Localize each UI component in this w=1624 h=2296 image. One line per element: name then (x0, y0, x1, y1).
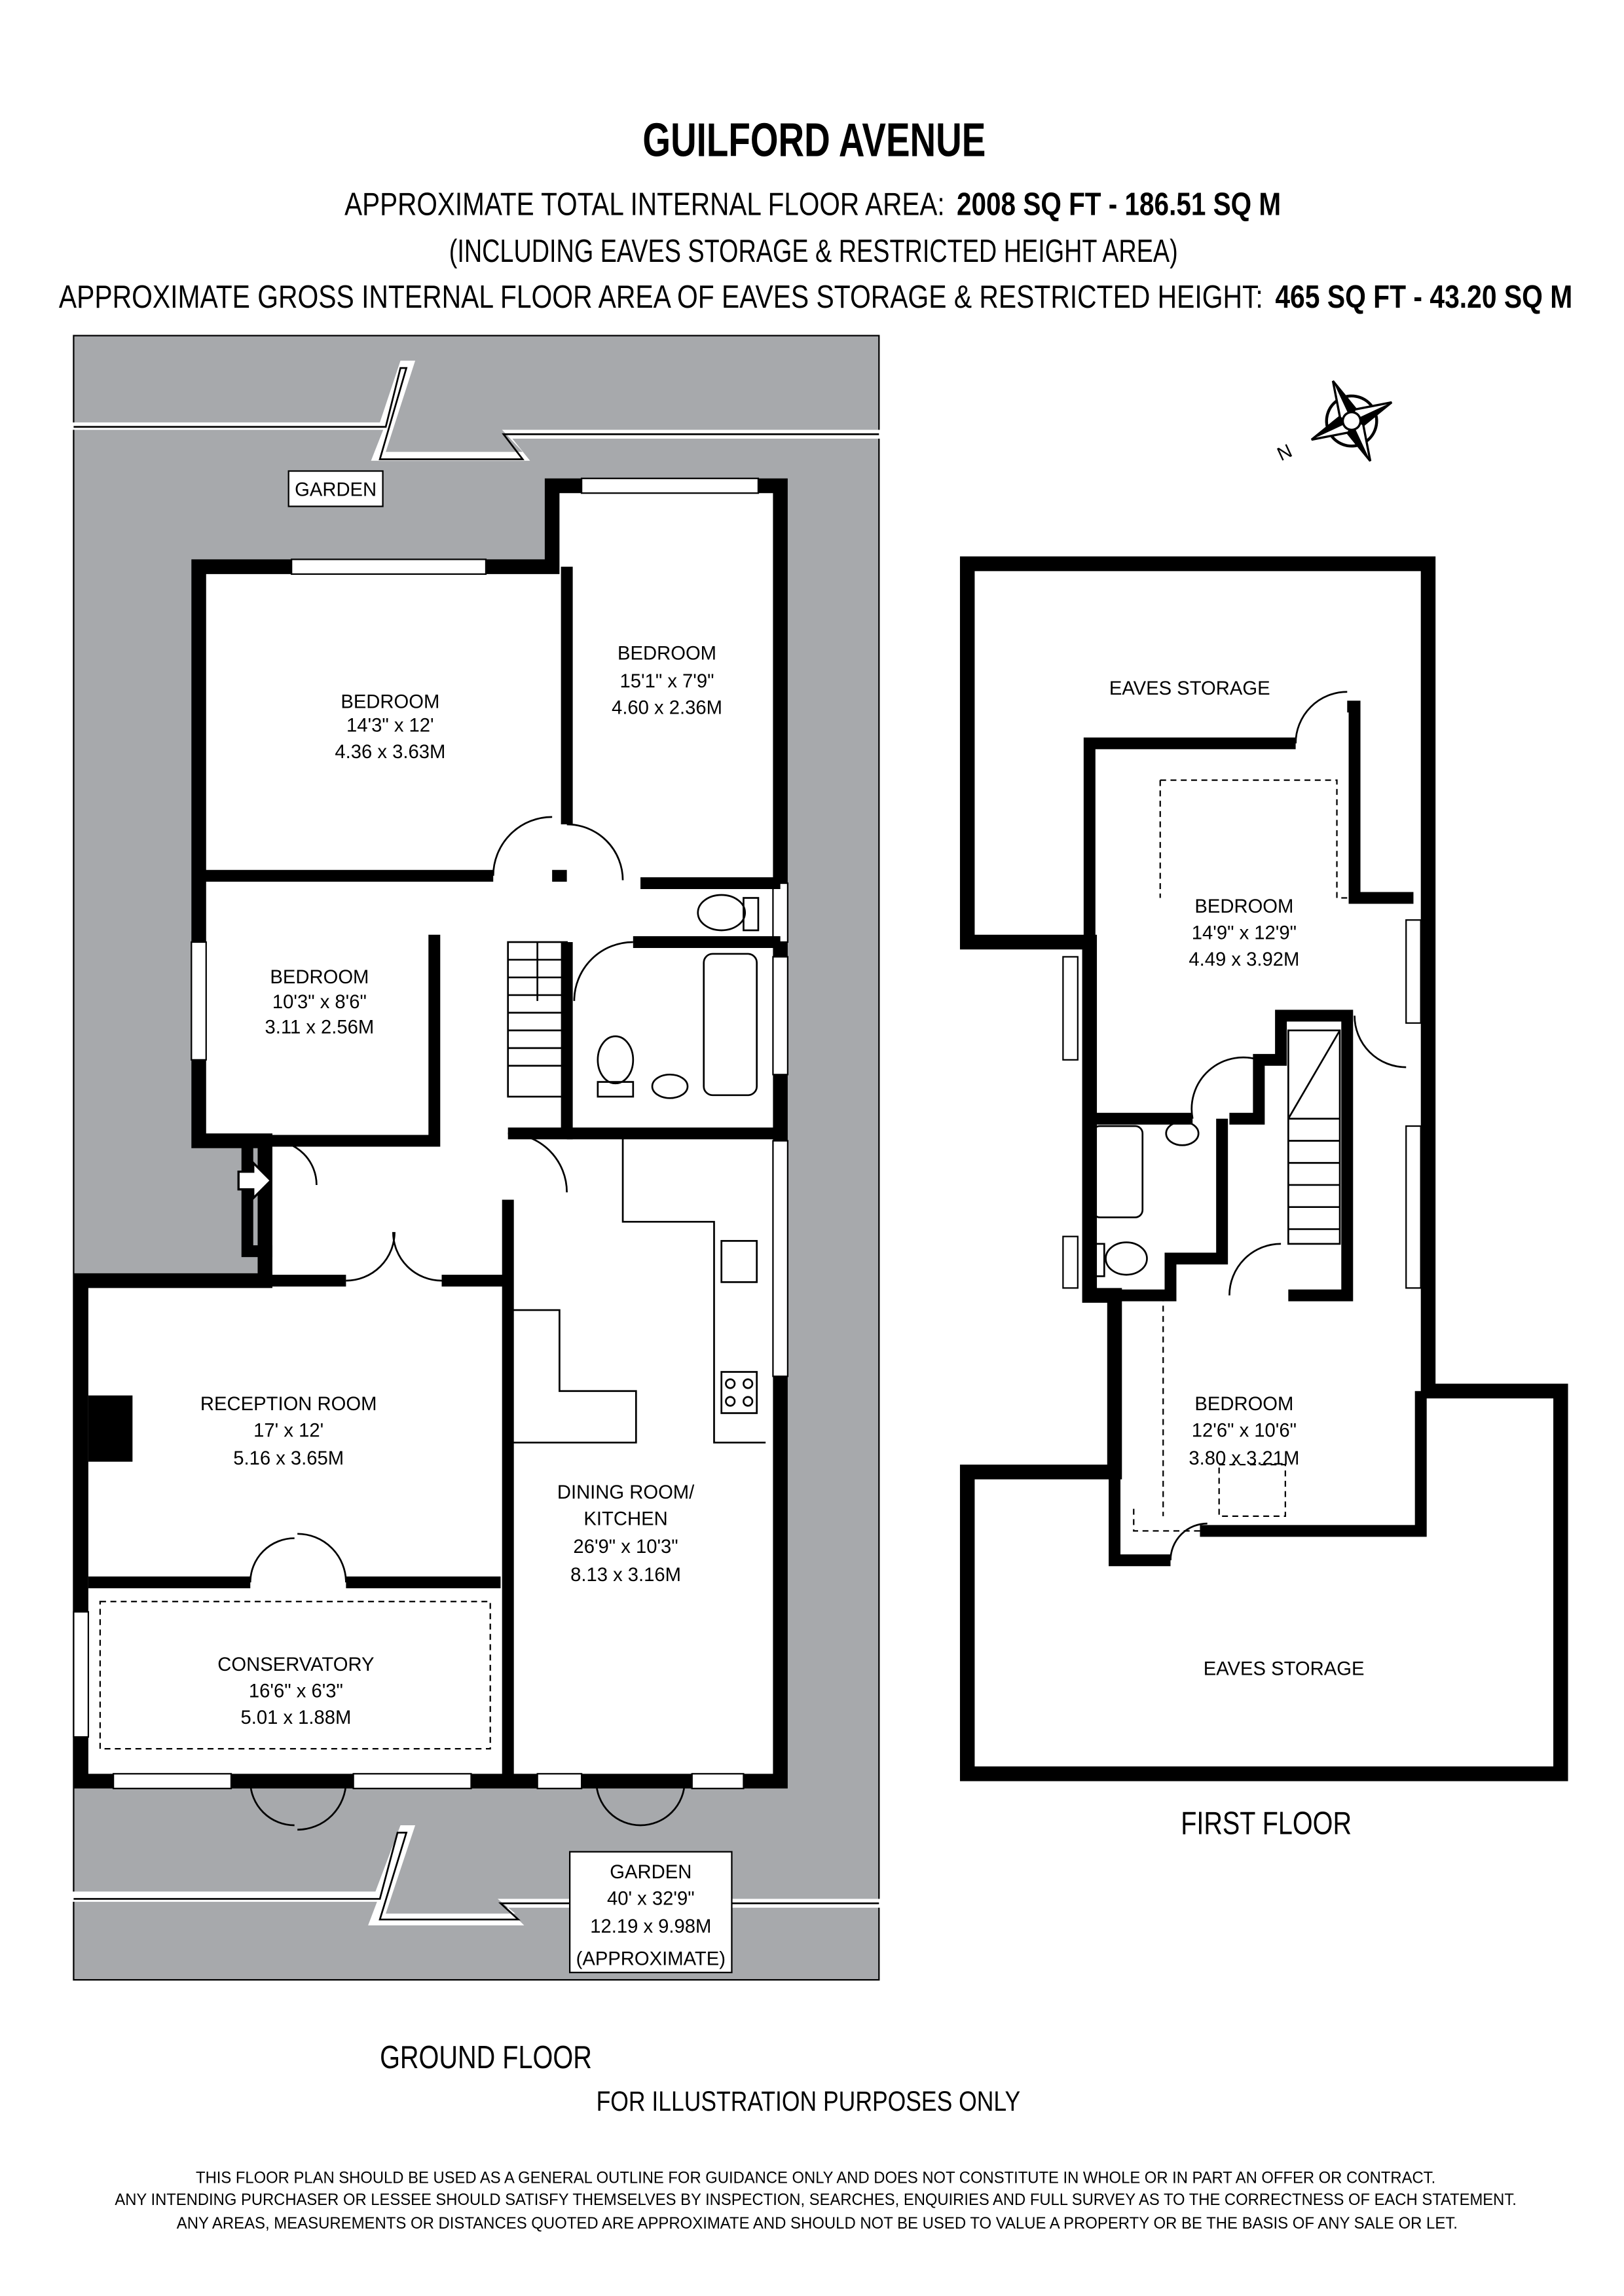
svg-text:40' x 32'9": 40' x 32'9" (607, 1888, 695, 1909)
room-bedroom-1: BEDROOM 14'3" x 12' 4.36 x 3.63M (335, 691, 445, 762)
garden-label-box (287, 470, 384, 507)
svg-text:16'6" x 6'3": 16'6" x 6'3" (249, 1681, 343, 1702)
entrance-arrow-icon (237, 1160, 273, 1201)
garden-label: GARDEN (295, 480, 377, 501)
total-area: APPROXIMATE TOTAL INTERNAL FLOOR AREA:20… (344, 186, 1281, 222)
svg-text:3.80 x 3.21M: 3.80 x 3.21M (1189, 1448, 1299, 1469)
svg-text:4.36 x 3.63M: 4.36 x 3.63M (335, 742, 445, 763)
svg-text:12'6" x 10'6": 12'6" x 10'6" (1192, 1420, 1297, 1441)
svg-text:12.19 x 9.98M: 12.19 x 9.98M (590, 1916, 711, 1937)
svg-text:4.60 x 2.36M: 4.60 x 2.36M (612, 697, 722, 718)
room-dining-kitchen: DINING ROOM/ KITCHEN 26'9" x 10'3" 8.13 … (557, 1482, 695, 1586)
disclaimer-line-2: ANY INTENDING PURCHASER OR LESSEE SHOULD… (115, 2191, 1516, 2209)
svg-text:8.13 x 3.16M: 8.13 x 3.16M (570, 1565, 681, 1586)
svg-text:4.49 x 3.92M: 4.49 x 3.92M (1189, 949, 1299, 970)
svg-text:DINING ROOM/: DINING ROOM/ (557, 1482, 695, 1503)
stairs-icon (507, 941, 568, 1098)
room-bedroom-3: BEDROOM 10'3" x 8'6" 3.11 x 2.56M (265, 967, 375, 1038)
svg-text:KITCHEN: KITCHEN (583, 1508, 667, 1529)
room-eaves-storage-upper: EAVES STORAGE (1109, 678, 1270, 699)
svg-text:CONSERVATORY: CONSERVATORY (217, 1654, 374, 1675)
ground-floor: GARDEN (66, 335, 887, 2075)
disclaimer-line-3: ANY AREAS, MEASUREMENTS OR DISTANCES QUO… (177, 2215, 1458, 2232)
room-bedroom-ff-1: BEDROOM 14'9" x 12'9" 4.49 x 3.92M (1189, 896, 1299, 970)
room-garden: GARDEN 40' x 32'9" 12.19 x 9.98M (APPROX… (576, 1862, 726, 1970)
svg-text:(APPROXIMATE): (APPROXIMATE) (576, 1949, 726, 1970)
svg-text:15'1" x 7'9": 15'1" x 7'9" (620, 671, 714, 692)
room-bedroom-ff-2: BEDROOM 12'6" x 10'6" 3.80 x 3.21M (1189, 1394, 1299, 1469)
svg-text:BEDROOM: BEDROOM (270, 967, 369, 988)
garden-info-box (569, 1851, 733, 1973)
room-reception: RECEPTION ROOM 17' x 12' 5.16 x 3.65M (200, 1394, 377, 1469)
illustration-note: FOR ILLUSTRATION PURPOSES ONLY (597, 2086, 1021, 2117)
svg-text:GARDEN: GARDEN (610, 1862, 692, 1883)
room-bedroom-2: BEDROOM 15'1" x 7'9" 4.60 x 2.36M (612, 643, 722, 718)
svg-text:BEDROOM: BEDROOM (1194, 896, 1293, 917)
svg-text:10'3" x 8'6": 10'3" x 8'6" (272, 992, 367, 1013)
svg-text:BEDROOM: BEDROOM (1194, 1394, 1293, 1415)
first-floor: EAVES STORAGE BEDROOM 14'9" x 12'9" 4.49… (959, 556, 1568, 1842)
svg-text:17' x 12': 17' x 12' (253, 1420, 323, 1441)
stairs-icon (1287, 1029, 1341, 1245)
room-conservatory: CONSERVATORY 16'6" x 6'3" 5.01 x 1.88M (217, 1654, 374, 1728)
svg-text:RECEPTION ROOM: RECEPTION ROOM (200, 1394, 377, 1415)
svg-text:3.11 x 2.56M: 3.11 x 2.56M (265, 1017, 375, 1038)
total-area-note: (INCLUDING EAVES STORAGE & RESTRICTED HE… (449, 233, 1178, 269)
svg-text:5.16 x 3.65M: 5.16 x 3.65M (233, 1448, 344, 1469)
svg-text:14'3" x 12': 14'3" x 12' (346, 715, 434, 736)
disclaimer-line-1: THIS FLOOR PLAN SHOULD BE USED AS A GENE… (196, 2169, 1435, 2187)
plan-title: GUILFORD AVENUE (642, 114, 986, 166)
compass-north-label: N (1274, 441, 1296, 465)
first-floor-label: FIRST FLOOR (1181, 1806, 1352, 1842)
eaves-area: APPROXIMATE GROSS INTERNAL FLOOR AREA OF… (59, 279, 1572, 315)
ground-floor-label: GROUND FLOOR (380, 2039, 592, 2075)
svg-text:BEDROOM: BEDROOM (341, 691, 439, 712)
svg-text:BEDROOM: BEDROOM (618, 643, 716, 664)
svg-text:14'9" x 12'9": 14'9" x 12'9" (1192, 922, 1297, 943)
room-eaves-storage-lower: EAVES STORAGE (1204, 1659, 1365, 1680)
svg-text:5.01 x 1.88M: 5.01 x 1.88M (240, 1707, 351, 1728)
compass-icon (1310, 380, 1393, 462)
svg-text:26'9" x 10'3": 26'9" x 10'3" (573, 1537, 678, 1558)
